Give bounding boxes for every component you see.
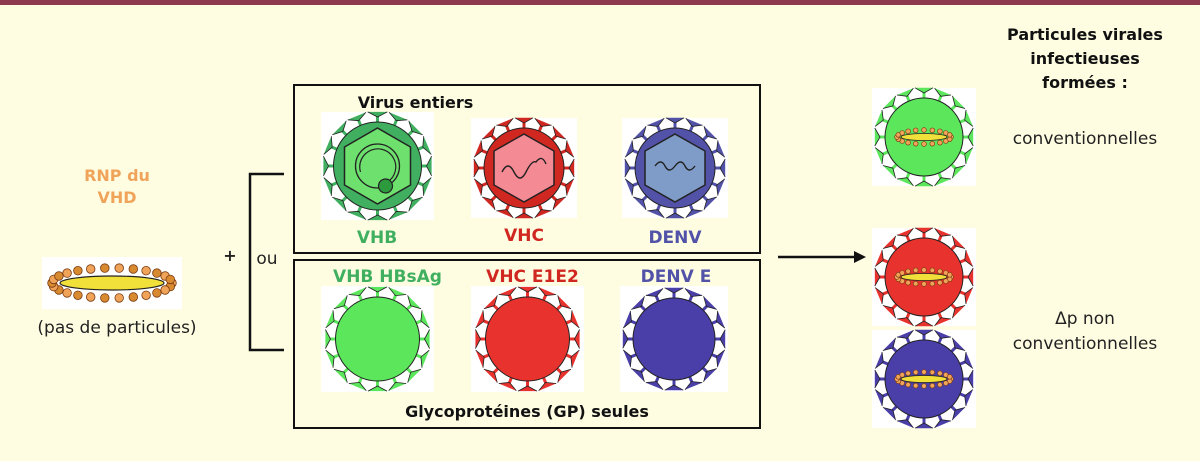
output-header-line1: Particules virales	[1007, 25, 1163, 44]
vhb-gp-icon	[325, 286, 430, 392]
top-border	[0, 0, 1200, 5]
rnp-label-line1: RNP du	[84, 166, 150, 185]
vhc-label: VHC	[504, 226, 544, 246]
whole-virus-title: Virus entiers	[357, 93, 474, 112]
output-particle-vhc-icon	[874, 227, 974, 327]
vhc-gp-icon	[475, 286, 580, 392]
vhc-virion-icon	[473, 117, 575, 219]
output-particle-vhb-icon	[874, 87, 974, 187]
ou-label: ou	[256, 249, 278, 269]
denv-gp-icon	[622, 287, 726, 391]
denv-label: DENV	[648, 228, 702, 248]
output-particle-denv-icon	[874, 329, 974, 429]
vhc-e1e2-label: VHC Ε1Ε2	[486, 267, 579, 287]
nonconventional-label-line2: conventionnelles	[1012, 334, 1158, 354]
conventional-label: conventionnelles	[1012, 129, 1158, 149]
plus-sign: +	[223, 246, 237, 265]
denv-virion-icon	[624, 117, 726, 219]
rnp-beads	[47, 263, 177, 303]
vhb-hbsag-label: VHB HBsAg	[333, 267, 442, 287]
rnp-ribonucleoprotein-icon	[47, 263, 177, 303]
arrow-right-icon	[778, 251, 866, 263]
rnp-caption: (pas de particules)	[37, 318, 197, 338]
nonconventional-label-line1: Δp non	[1055, 309, 1115, 329]
denv-e-label: DENV Ε	[640, 267, 712, 287]
vhb-label: VHB	[356, 228, 398, 248]
rnp-label-line2: VHD	[97, 188, 137, 207]
glycoprotein-title: Glycoprotéines (GP) seules	[405, 402, 649, 421]
bracket	[248, 172, 284, 352]
output-header-line3: formées :	[1042, 73, 1128, 92]
output-header-line2: infectieuses	[1030, 49, 1140, 68]
vhb-virion-icon	[323, 111, 432, 221]
